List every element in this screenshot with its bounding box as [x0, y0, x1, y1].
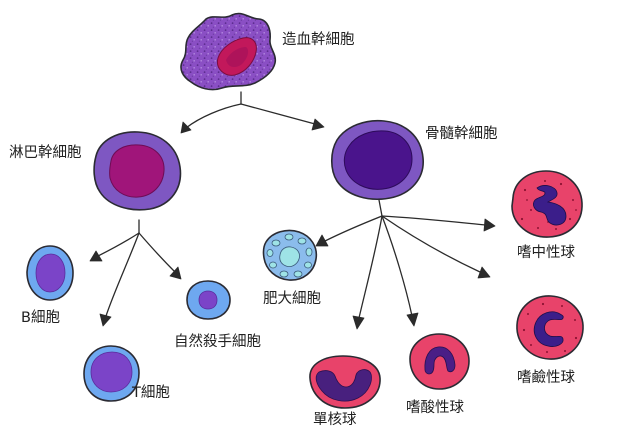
arrowhead-mast	[315, 234, 329, 247]
arrow-myeloid-trunk	[378, 199, 383, 217]
arrow-myeloid-to-basophil	[381, 215, 481, 273]
label-neutrophil: 嗜中性球	[517, 245, 575, 261]
arrow-myeloid-to-monocyte	[358, 215, 383, 319]
arrowhead-nk-cell	[169, 266, 182, 280]
arrowhead-neutrophil	[483, 218, 496, 232]
arrowhead-eosinophil	[406, 312, 419, 327]
arrowhead-myeloid	[311, 118, 325, 131]
label-basophil: 嗜鹼性球	[517, 370, 575, 386]
arrow-group-stem	[180, 91, 325, 134]
mast-cell-icon	[262, 229, 318, 281]
label-eosinophil: 嗜酸性球	[406, 400, 464, 416]
label-nk-cell: 自然殺手細胞	[174, 334, 261, 350]
arrowhead-t-cell	[99, 313, 112, 327]
arrow-lymphoid-to-b-cell	[97, 232, 140, 257]
label-monocyte: 單核球	[313, 412, 357, 428]
myeloid-stem-cell-icon	[330, 119, 424, 200]
arrow-group-lymphoid	[89, 219, 182, 327]
arrow-myeloid-to-mast	[324, 215, 383, 242]
lymphoid-stem-cell-icon	[93, 131, 182, 211]
arrow-myeloid-to-eosinophil	[381, 215, 413, 317]
arrowhead-monocyte	[352, 315, 365, 330]
neutrophil-icon	[511, 170, 583, 238]
b-cell-icon	[26, 245, 74, 301]
label-hematopoietic-stem-cell: 造血幹細胞	[282, 32, 355, 48]
basophil-icon	[516, 295, 584, 360]
monocyte-icon	[309, 355, 381, 409]
arrow-stem-to-myeloid	[240, 103, 316, 125]
arrow-group-myeloid	[315, 199, 496, 330]
arrowhead-lymphoid	[180, 121, 192, 134]
hematopoietic-stem-cell-icon	[180, 12, 277, 91]
label-lymphoid-stem-cell: 淋巴幹細胞	[9, 145, 82, 161]
label-t-cell: T細胞	[132, 385, 170, 401]
arrowhead-basophil	[477, 266, 491, 279]
arrowhead-b-cell	[89, 250, 103, 262]
arrow-myeloid-to-neutrophil	[381, 215, 487, 226]
nk-cell-icon	[186, 280, 231, 320]
arrow-lymphoid-to-t-cell	[105, 232, 140, 317]
arrow-stem-to-lymphoid	[185, 103, 242, 129]
label-b-cell: B細胞	[21, 310, 60, 326]
t-cell-icon	[83, 345, 140, 402]
eosinophil-icon	[409, 333, 470, 390]
label-myeloid-stem-cell: 骨髓幹細胞	[425, 126, 498, 142]
label-mast-cell: 肥大細胞	[263, 291, 321, 307]
arrow-lymphoid-to-nk-cell	[138, 232, 176, 273]
